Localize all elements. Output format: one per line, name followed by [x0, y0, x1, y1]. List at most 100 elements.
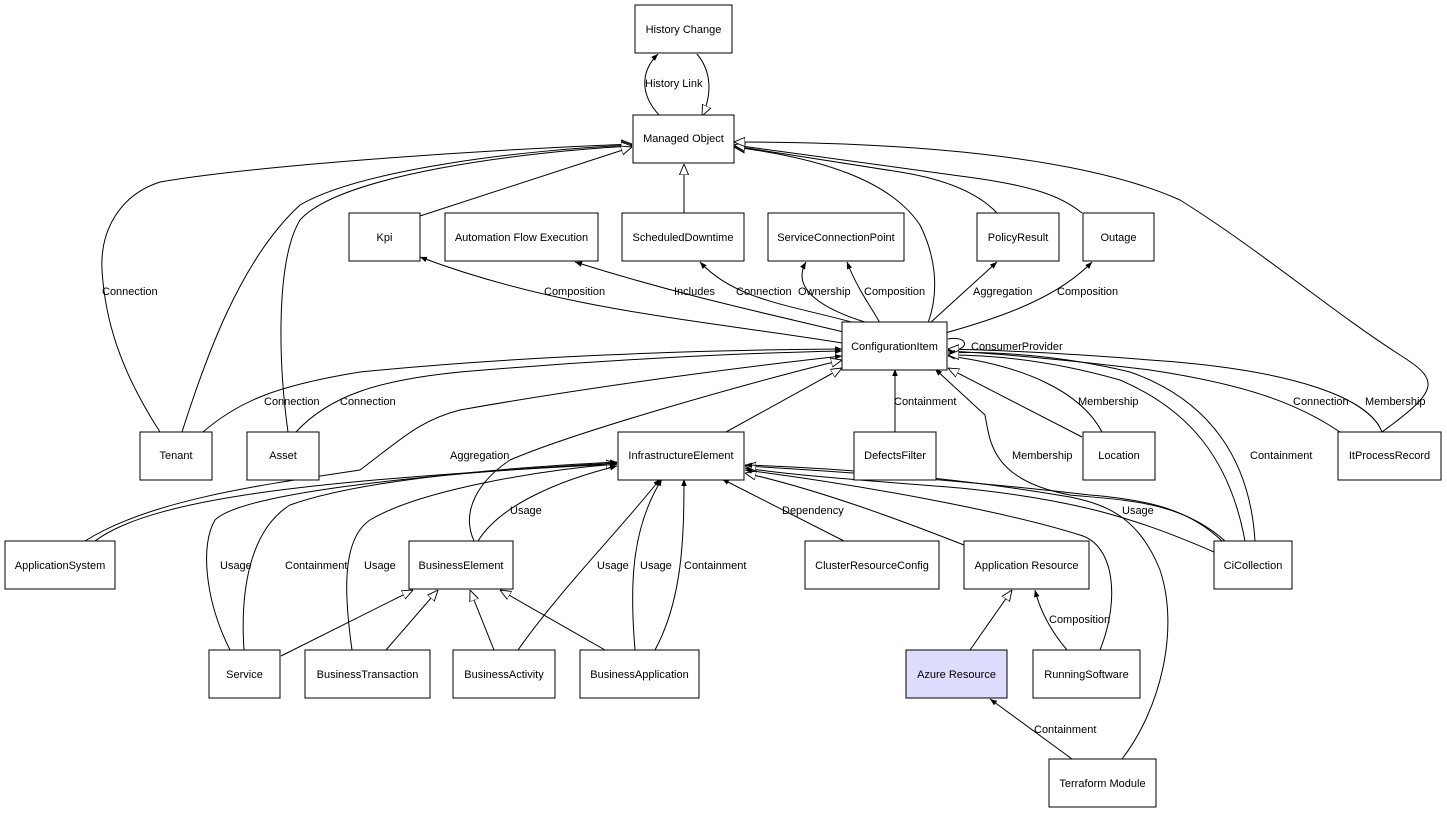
node-label: ScheduledDowntime — [633, 232, 734, 244]
node-policy-result[interactable]: PolicyResult — [976, 212, 1060, 262]
node-automation-flow-execution[interactable]: Automation Flow Execution — [444, 212, 599, 262]
edge-running-software-infra — [744, 468, 1113, 651]
edge-cicollection-infra — [744, 466, 1215, 553]
edge-tenant-managed-object — [101, 144, 632, 433]
node-label: History Change — [646, 24, 722, 36]
node-running-software[interactable]: RunningSoftware — [1032, 649, 1141, 699]
edge-label-containment-tm: Containment — [1034, 724, 1096, 736]
edge-label-composition-outage: Composition — [1057, 286, 1118, 298]
edge-app-resource-infra — [745, 473, 965, 546]
edge-ci-managed-object — [734, 147, 936, 324]
edge-label-aggregation-as: Aggregation — [450, 450, 509, 462]
node-defects-filter[interactable]: DefectsFilter — [853, 431, 937, 481]
node-business-transaction[interactable]: BusinessTransaction — [304, 649, 431, 699]
edge-running-software-app-resource — [1033, 589, 1068, 651]
edge-label-aggregation-pr: Aggregation — [973, 286, 1032, 298]
node-kpi[interactable]: Kpi — [348, 212, 421, 262]
node-label: PolicyResult — [988, 232, 1049, 244]
node-label: BusinessApplication — [590, 669, 688, 681]
edge-ci-scp-ownership — [800, 261, 869, 324]
edge-bactivity-be — [470, 590, 495, 651]
edge-label-composition-rs: Composition — [1049, 614, 1110, 626]
node-label: RunningSoftware — [1044, 669, 1128, 681]
node-business-element[interactable]: BusinessElement — [408, 540, 514, 590]
node-terraform-module[interactable]: Terraform Module — [1048, 758, 1157, 808]
node-ci-collection[interactable]: CiCollection — [1213, 540, 1293, 590]
edge-cicollection-ci-membership — [934, 368, 1226, 542]
node-label: Service — [226, 669, 263, 681]
node-managed-object[interactable]: Managed Object — [632, 114, 735, 164]
node-asset[interactable]: Asset — [246, 431, 320, 481]
edge-service-be — [280, 590, 413, 657]
edge-cicollection-ci-inherit — [948, 355, 1246, 542]
node-service-connection-point[interactable]: ServiceConnectionPoint — [767, 212, 905, 262]
node-label: Azure Resource — [917, 669, 996, 681]
node-application-resource[interactable]: Application Resource — [963, 540, 1090, 590]
node-history-change[interactable]: History Change — [634, 4, 733, 54]
edge-terraform-azure — [989, 698, 1073, 760]
edge-ci-policy-result — [929, 261, 998, 324]
node-label: ServiceConnectionPoint — [777, 232, 894, 244]
node-location[interactable]: Location — [1082, 431, 1156, 481]
node-tenant[interactable]: Tenant — [139, 431, 213, 481]
node-label: BusinessActivity — [464, 669, 544, 681]
node-outage[interactable]: Outage — [1082, 212, 1155, 262]
edge-cicollection-ci-containment — [947, 349, 1256, 542]
edge-ci-self-consumer-provider — [947, 337, 965, 354]
edge-bapp-infra-usage — [632, 478, 663, 651]
edge-itpr-ci-membership — [948, 349, 1383, 433]
node-service[interactable]: Service — [208, 649, 281, 699]
edge-label-membership-location: Membership — [1078, 396, 1139, 408]
edge-cicollection-infra2 — [745, 466, 1223, 542]
edge-outage-managed-object — [734, 145, 1083, 214]
node-configuration-item[interactable]: ConfigurationItem — [841, 321, 948, 371]
edge-label-dependency: Dependency — [782, 505, 844, 517]
edge-label-usage-ba: Usage — [597, 560, 629, 572]
node-business-application[interactable]: BusinessApplication — [579, 649, 700, 699]
node-label: ConfigurationItem — [851, 341, 938, 353]
edge-business-element-ci — [469, 360, 842, 542]
node-label: Asset — [269, 450, 297, 462]
edge-itpr-ci-connection — [947, 348, 1341, 433]
edge-label-composition-kpi: Composition — [544, 286, 605, 298]
node-cluster-resource-config[interactable]: ClusterResourceConfig — [804, 540, 940, 590]
edge-label-containment-service: Containment — [285, 560, 347, 572]
edge-label-composition-scp: Composition — [864, 286, 925, 298]
edge-bapp-be — [500, 590, 606, 651]
edge-azure-app-resource — [969, 590, 1012, 651]
node-it-process-record[interactable]: ItProcessRecord — [1337, 431, 1442, 481]
edge-bt-be — [385, 590, 438, 651]
edge-bt-infra-usage — [346, 461, 618, 651]
edge-label-includes: Includes — [674, 286, 715, 298]
edge-label-connection-itpr: Connection — [1293, 396, 1349, 408]
node-label: Automation Flow Execution — [455, 232, 588, 244]
node-azure-resource[interactable]: Azure Resource — [905, 649, 1008, 699]
edge-label-membership-itpr: Membership — [1365, 396, 1426, 408]
node-business-activity[interactable]: BusinessActivity — [452, 649, 556, 699]
edge-policy-result-managed-object — [734, 146, 998, 214]
edge-label-membership-cic: Membership — [1012, 450, 1073, 462]
node-label: BusinessElement — [419, 560, 504, 572]
edge-history-link — [644, 53, 709, 116]
edge-ci-outage — [944, 261, 1093, 334]
node-infrastructure-element[interactable]: InfrastructureElement — [617, 431, 745, 481]
edge-ci-scp-composition — [846, 261, 881, 324]
edge-ci-kpi — [419, 256, 843, 344]
edge-ci-scheduled-downtime — [699, 261, 856, 324]
node-label: InfrastructureElement — [628, 450, 733, 462]
edge-label-tenant-mo-connection: Connection — [102, 286, 158, 298]
edge-label-usage-cic: Usage — [1122, 505, 1154, 517]
edge-be-infra-usage — [477, 464, 618, 542]
edge-label-containment-df: Containment — [894, 396, 956, 408]
edge-location-ci-membership — [947, 354, 1103, 433]
node-label: ClusterResourceConfig — [815, 560, 929, 572]
edge-bapp-infra-containment — [654, 478, 687, 651]
edge-label-containment-bapp: Containment — [684, 560, 746, 572]
node-label: Kpi — [377, 232, 393, 244]
edge-service-infra-containment — [242, 459, 618, 651]
edge-label-usage-bapp: Usage — [640, 560, 672, 572]
node-application-system[interactable]: ApplicationSystem — [4, 540, 116, 590]
node-scheduled-downtime[interactable]: ScheduledDowntime — [621, 212, 745, 262]
edge-label-containment-cic: Containment — [1250, 450, 1312, 462]
node-label: BusinessTransaction — [317, 669, 419, 681]
